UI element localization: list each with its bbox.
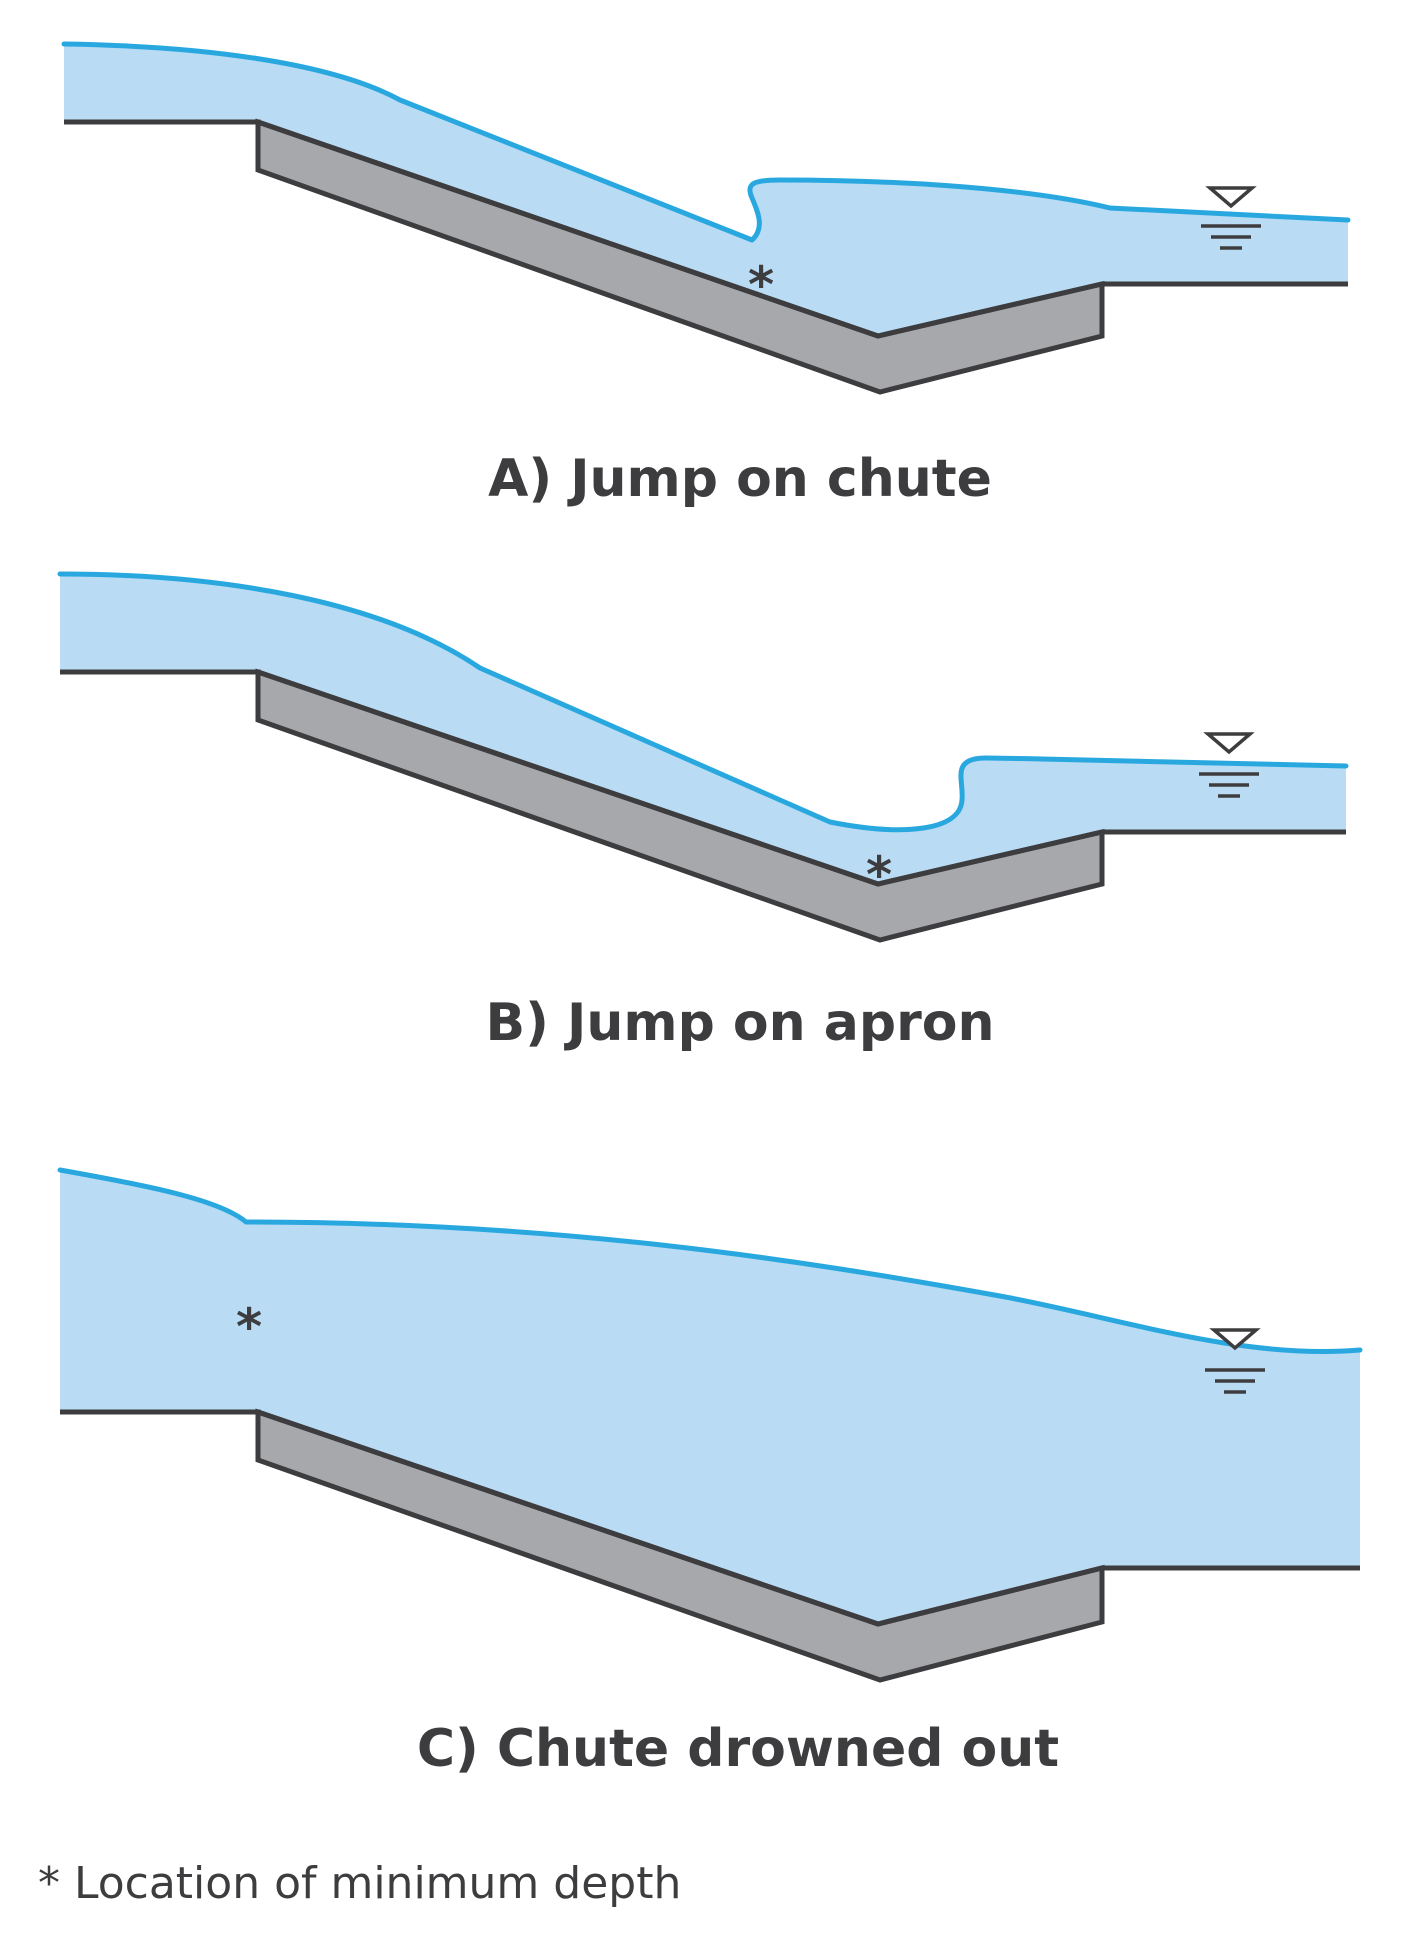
panel-b-water-surface (57, 571, 1349, 833)
panel-b: * B) Jump on apron (57, 571, 1349, 1053)
panel-a-min-depth-marker: * (748, 256, 774, 314)
panel-b-min-depth-marker: * (866, 846, 892, 904)
panel-a-channel-bed (64, 119, 1348, 339)
panel-c-water-surface (57, 1167, 1363, 1355)
panel-c-channel-bed (60, 1409, 1360, 1627)
panel-b-channel-bed (60, 669, 1346, 887)
panel-a-water-surface (61, 41, 1351, 243)
panel-b-caption: B) Jump on apron (486, 993, 995, 1053)
panel-c-min-depth-marker: * (236, 1298, 262, 1356)
panel-a: * A) Jump on chute (61, 41, 1351, 509)
water-level-icon (1199, 732, 1259, 798)
panel-c-water (60, 1170, 1360, 1680)
footnote: * Location of minimum depth (38, 1858, 681, 1909)
panel-a-caption: A) Jump on chute (488, 449, 992, 509)
water-level-icon (1205, 1328, 1265, 1394)
panel-b-water (60, 574, 1346, 940)
water-level-icon (1201, 186, 1261, 250)
panel-c-caption: C) Chute drowned out (417, 1719, 1059, 1779)
panel-c: * C) Chute drowned out (57, 1167, 1363, 1779)
panel-a-water (64, 44, 1348, 392)
